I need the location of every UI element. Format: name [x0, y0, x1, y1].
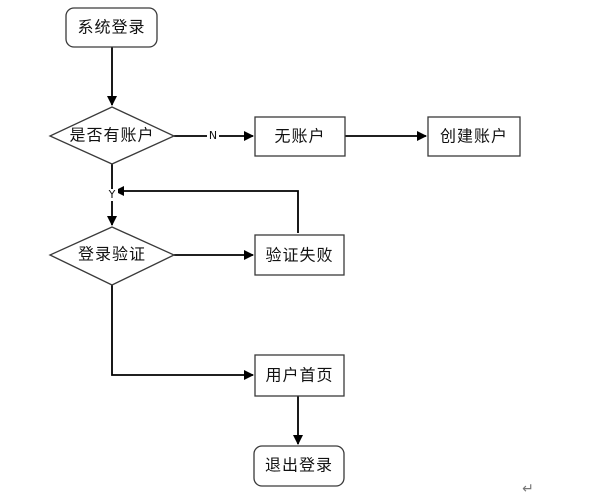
node-create-account-label: 创建账户: [440, 127, 508, 146]
edge-label-yes-text: Y: [108, 188, 116, 201]
edge-label-no-text: N: [209, 129, 217, 142]
edge-login-verify-to-user-home: [111, 285, 254, 380]
node-login-verify-label: 登录验证: [78, 245, 146, 264]
node-start: 系统登录: [65, 7, 158, 48]
edge-label-yes: Y: [106, 188, 118, 201]
paragraph-mark-icon: ↵: [522, 481, 534, 497]
node-logout-label: 退出登录: [265, 456, 333, 475]
node-start-label: 系统登录: [77, 18, 145, 37]
edges: [107, 47, 427, 445]
node-no-account: 无账户: [254, 116, 346, 157]
node-logout: 退出登录: [253, 445, 345, 487]
node-no-account-label: 无账户: [274, 127, 325, 146]
node-user-home: 用户首页: [254, 354, 345, 397]
edge-label-no: N: [207, 129, 219, 142]
node-verify-fail: 验证失败: [254, 234, 345, 276]
node-create-account: 创建账户: [427, 116, 521, 157]
node-has-account-label: 是否有账户: [69, 126, 154, 145]
node-has-account: 是否有账户: [48, 106, 176, 165]
edge-verify-fail-loop-back: [114, 186, 299, 233]
node-verify-fail-label: 验证失败: [265, 246, 333, 265]
node-login-verify: 登录验证: [48, 226, 176, 286]
node-user-home-label: 用户首页: [265, 366, 333, 385]
